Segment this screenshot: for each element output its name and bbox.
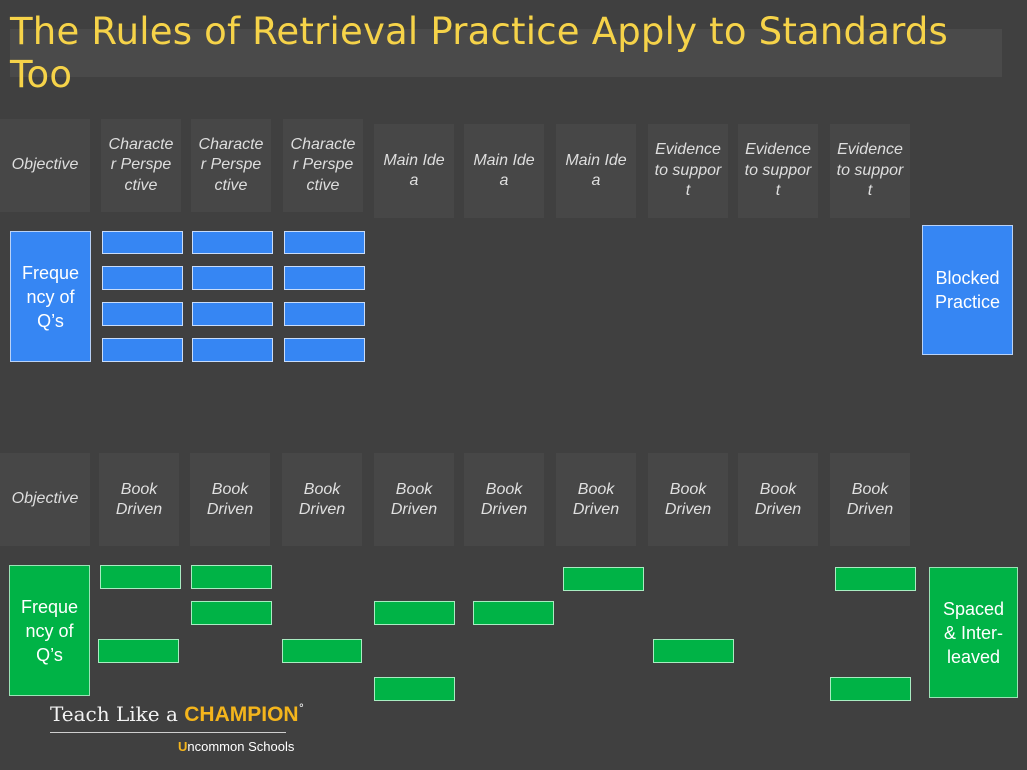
bottom-header-7: Book Driven: [648, 453, 728, 546]
blocked-practice-box: Blocked Practice: [922, 225, 1013, 355]
top-header-4: Main Idea: [374, 124, 454, 218]
spaced-bar: [98, 639, 179, 663]
spaced-bar: [191, 565, 272, 589]
spaced-bar: [191, 601, 272, 625]
top-header-5: Main Idea: [464, 124, 544, 218]
top-objective-label: Objective: [0, 119, 90, 212]
blocked-bar: [284, 231, 365, 254]
top-header-8: Evidence to support: [738, 124, 818, 218]
top-header-6: Main Idea: [556, 124, 636, 218]
spaced-bar: [830, 677, 911, 701]
bottom-header-3: Book Driven: [282, 453, 362, 546]
spaced-bar: [100, 565, 181, 589]
blocked-bar: [102, 231, 183, 254]
top-frequency-box: Frequency of Q’s: [10, 231, 91, 362]
top-header-7: Evidence to support: [648, 124, 728, 218]
spaced-bar: [282, 639, 362, 663]
bottom-header-2: Book Driven: [190, 453, 270, 546]
blocked-bar: [102, 338, 183, 362]
title-bar: The Rules of Retrieval Practice Apply to…: [10, 10, 1002, 96]
blocked-bar: [284, 338, 365, 362]
spaced-bar: [835, 567, 916, 591]
top-header-9: Evidence to support: [830, 124, 910, 218]
logo-teach-text: Teach Like a: [50, 702, 185, 726]
logo-champion-text: CHAMPION: [184, 703, 299, 726]
blocked-bar: [192, 338, 273, 362]
top-header-3: Character Perspective: [283, 119, 363, 212]
top-header-2: Character Perspective: [191, 119, 271, 212]
bottom-header-5: Book Driven: [464, 453, 544, 546]
bottom-objective-label: Objective: [0, 453, 90, 546]
bottom-frequency-box: Frequency of Q’s: [9, 565, 90, 696]
blocked-bar: [284, 302, 365, 326]
spaced-bar: [374, 677, 455, 701]
blocked-bar: [102, 266, 183, 290]
logo-degree-mark: °: [298, 702, 305, 715]
top-header-1: Character Perspective: [101, 119, 181, 212]
blocked-bar: [102, 302, 183, 326]
logo-subtitle: Uncommon Schools: [178, 739, 304, 754]
logo-sub-u: U: [178, 739, 188, 754]
logo-divider: [50, 732, 286, 733]
spaced-bar: [374, 601, 455, 625]
teach-like-a-champion-logo: Teach Like a CHAMPION° Uncommon Schools: [50, 702, 304, 754]
bottom-header-4: Book Driven: [374, 453, 454, 546]
blocked-bar: [284, 266, 365, 290]
bottom-header-1: Book Driven: [99, 453, 179, 546]
bottom-header-8: Book Driven: [738, 453, 818, 546]
logo-sub-rest: ncommon Schools: [187, 739, 295, 754]
blocked-bar: [192, 266, 273, 290]
bottom-header-6: Book Driven: [556, 453, 636, 546]
page-title: The Rules of Retrieval Practice Apply to…: [10, 10, 949, 96]
blocked-bar: [192, 302, 273, 326]
spaced-interleaved-box: Spaced & Inter-leaved: [929, 567, 1018, 698]
bottom-header-9: Book Driven: [830, 453, 910, 546]
logo-wordmark: Teach Like a CHAMPION°: [50, 702, 304, 727]
blocked-bar: [192, 231, 273, 254]
spaced-bar: [563, 567, 644, 591]
spaced-bar: [653, 639, 734, 663]
spaced-bar: [473, 601, 554, 625]
